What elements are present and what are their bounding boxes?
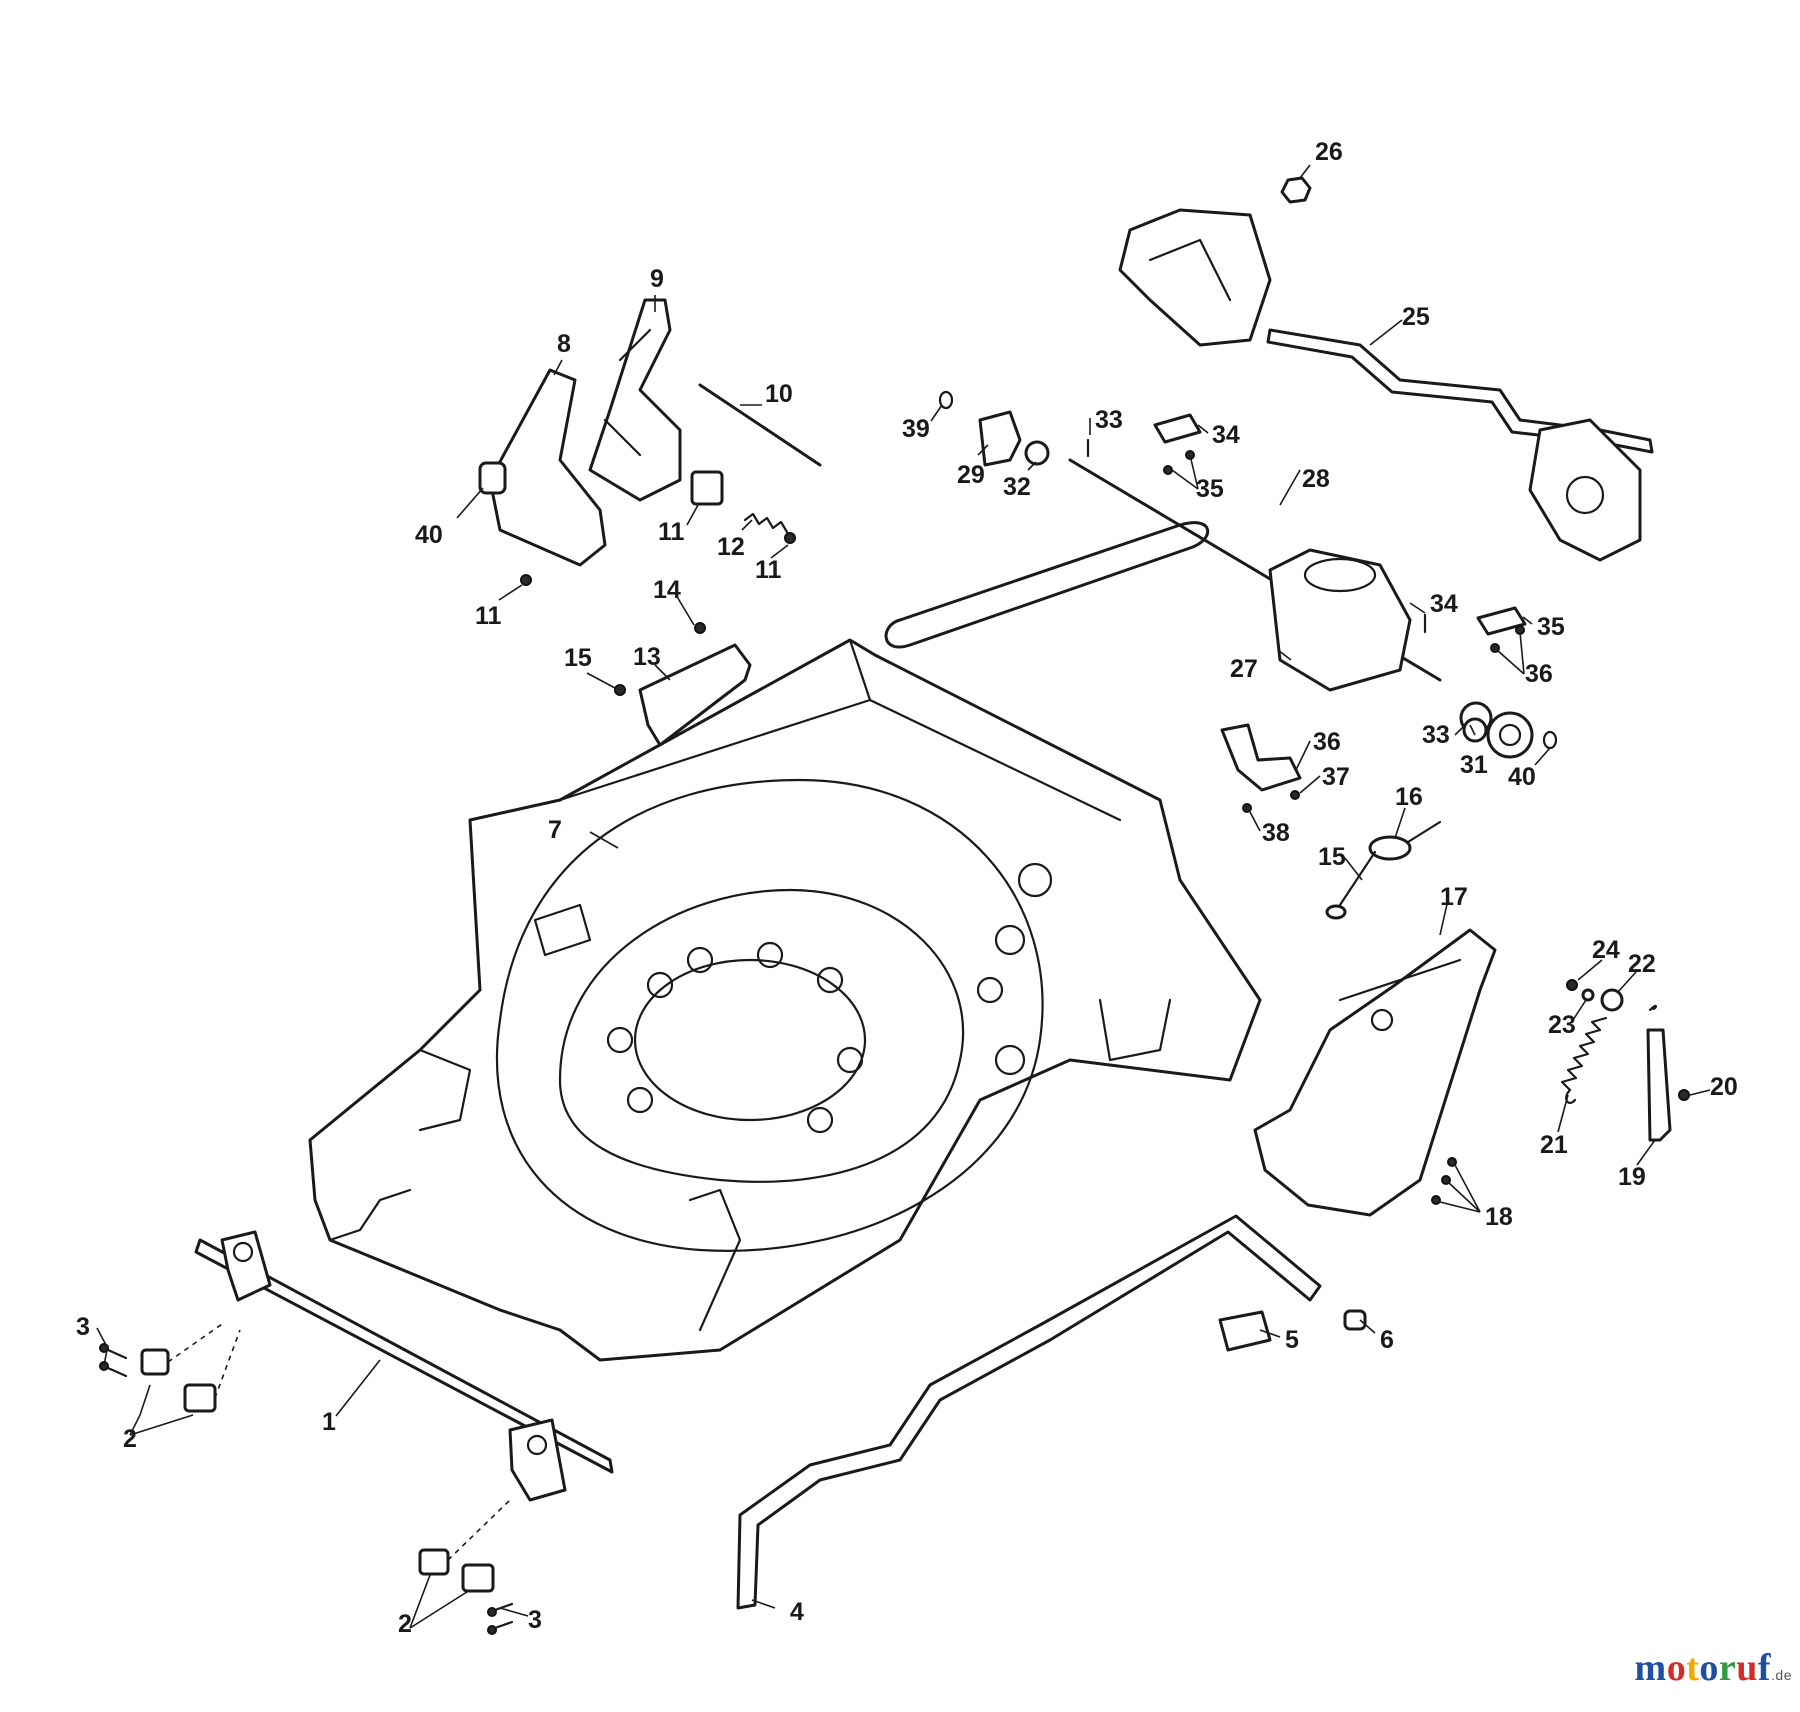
callout-24: 23 (1548, 1011, 1576, 1039)
callout-41: 40 (415, 521, 443, 549)
callout-3: 3 (528, 1606, 542, 1634)
callout-34: 33 (1095, 406, 1123, 434)
small-hardware (520, 512, 796, 586)
callout-4: 4 (790, 1598, 804, 1626)
callout-29: 28 (1302, 465, 1330, 493)
callout-22: 21 (1540, 1131, 1568, 1159)
watermark-letter: f (1757, 1647, 1772, 1689)
nut-27 (1280, 176, 1312, 204)
callout-27: 26 (1315, 138, 1343, 166)
bracket-37 (1220, 723, 1302, 813)
rear-lever (736, 1214, 1322, 1610)
strap-14 (614, 622, 752, 747)
callout-34: 34 (1430, 590, 1458, 618)
watermark-letter: o (1666, 1647, 1687, 1689)
callout-37: 36 (1313, 728, 1341, 756)
motoruf-watermark-logo: motoruf.de (1635, 1646, 1792, 1690)
callout-33: 33 (1422, 721, 1450, 749)
callout-10: 10 (765, 380, 793, 408)
callout-21: 20 (1710, 1073, 1738, 1101)
callout-14: 13 (633, 643, 661, 671)
callout-35: 35 (1537, 613, 1565, 641)
callout-9: 9 (650, 265, 664, 293)
watermark-letter: t (1686, 1647, 1700, 1689)
watermark-letter: o (1699, 1647, 1719, 1689)
leader-lines (96, 164, 1711, 1629)
handle-bracket (478, 298, 724, 567)
callout-23: 22 (1628, 950, 1656, 978)
callout-40: 40 (1508, 763, 1536, 791)
callout-20: 19 (1618, 1163, 1646, 1191)
callout-33: 32 (1003, 473, 1031, 501)
height-clips (140, 1321, 511, 1593)
belt-29 (884, 521, 1209, 649)
mower-deck (308, 638, 1262, 1362)
callout-35: 34 (1212, 421, 1240, 449)
callout-28: 27 (1230, 655, 1258, 683)
callout-16: 15 (1318, 843, 1346, 871)
callout-31: 29 (957, 461, 985, 489)
callout-8: 8 (557, 330, 571, 358)
callout-38: 37 (1322, 763, 1350, 791)
callout-18: 17 (1440, 883, 1468, 911)
callout-2: 2 (398, 1610, 412, 1638)
screws-19 (1431, 1157, 1457, 1205)
callout-3: 3 (76, 1313, 90, 1341)
spring-assembly (1560, 979, 1690, 1142)
rear-axle (1118, 208, 1654, 562)
rod-10 (698, 383, 822, 467)
lever-parts-5-6 (1218, 1309, 1367, 1352)
drive-pinions (938, 390, 1558, 759)
watermark-letter: m (1634, 1647, 1667, 1689)
cable-16-17 (1325, 820, 1442, 920)
callout-39: 38 (1262, 819, 1290, 847)
gearbox-28 (1068, 458, 1442, 692)
callout-36: 35 (1196, 475, 1224, 503)
callout-1: 1 (322, 1408, 336, 1436)
callout-5: 5 (1285, 1326, 1299, 1354)
front-axle (194, 1230, 614, 1502)
rear-cover-18 (1253, 928, 1497, 1217)
callout-15: 15 (564, 644, 592, 672)
callout-12: 11 (658, 518, 685, 546)
callout-32: 31 (1460, 751, 1488, 779)
callout-6: 6 (1380, 1326, 1394, 1354)
watermark-letter: u (1736, 1647, 1758, 1689)
callout-36: 36 (1525, 660, 1553, 688)
callout-17: 16 (1395, 783, 1423, 811)
callout-25: 24 (1592, 936, 1620, 964)
callout-labels: 1 2 2 3 3 4 5 6 7 8 9 10 11 11 11 12 13 … (76, 138, 1738, 1638)
callout-7: 7 (548, 816, 562, 844)
callout-11: 11 (475, 602, 502, 630)
callout-2: 2 (123, 1425, 137, 1453)
callout-40: 39 (902, 415, 930, 443)
callout-13: 12 (717, 533, 745, 561)
callout-26: 25 (1402, 303, 1430, 331)
callout-19: 18 (1485, 1203, 1513, 1231)
watermark-letter: r (1718, 1647, 1737, 1689)
keys-and-plates (1086, 413, 1527, 653)
watermark-domain: .de (1771, 1667, 1792, 1683)
callout-11: 11 (755, 556, 782, 584)
callout-15: 14 (653, 576, 681, 604)
